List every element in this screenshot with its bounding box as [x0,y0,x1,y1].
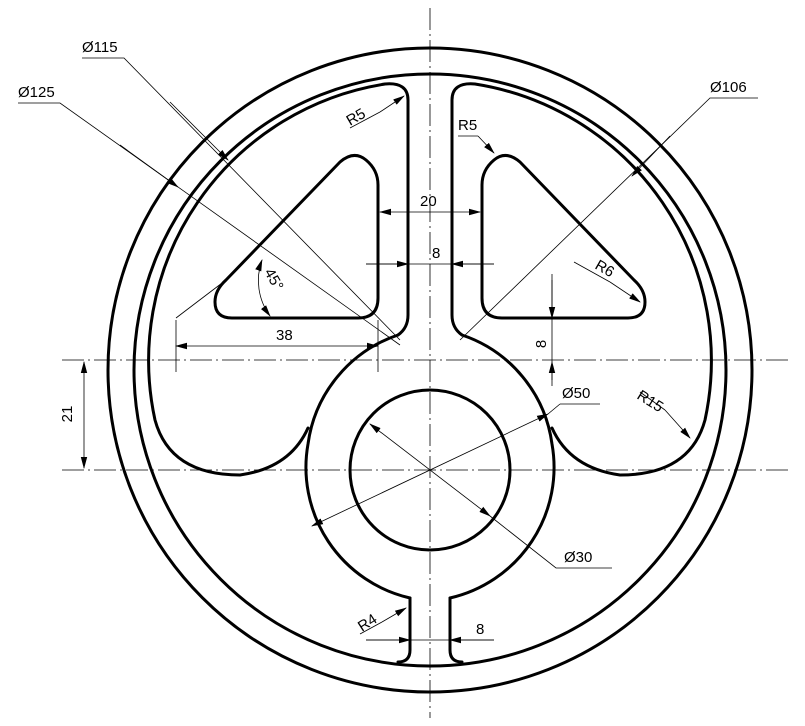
right-triangle-window [480,154,647,320]
label-38: 38 [276,327,293,344]
label-21: 21 [59,406,76,423]
hub-profile [304,333,556,600]
center-lines [62,8,790,718]
rim-inner-profile-left [147,82,410,477]
label-dia-125: Ø125 [18,84,55,101]
leader-dia-115 [82,57,401,341]
rim-inner-profile-right [450,82,713,477]
dim-angle-45 [255,259,271,317]
label-45: 45° [261,266,287,294]
left-triangle-window [213,154,380,320]
leader-r5-left [349,111,381,129]
leader-dia-106 [459,97,758,341]
bottom-slot-right [448,596,464,664]
label-8-spoke: 8 [432,245,440,262]
label-20: 20 [420,193,437,210]
inner-rim-circle [132,72,728,668]
dim-dia-30 [369,423,491,517]
label-dia-50: Ø50 [562,385,590,402]
label-r5-left: R5 [344,105,369,129]
label-r4: R4 [355,611,380,636]
label-8-vertical: 8 [533,340,550,348]
label-r15: R15 [634,387,666,416]
leader-r15 [639,391,666,411]
label-dia-30: Ø30 [564,549,592,566]
outer-circle [106,46,754,694]
label-8-bottom: 8 [476,621,484,638]
leader-r4 [359,621,383,635]
dimension-lines [18,57,758,644]
angle-45-ref [175,279,227,319]
label-dia-106: Ø106 [710,79,747,96]
leader-r6 [573,261,611,283]
dimension-labels: Ø115 Ø125 Ø106 R5 R5 R6 R15 Ø50 Ø30 R4 2… [18,39,747,638]
leader-dia-125 [18,102,401,346]
label-r5-right: R5 [458,117,477,134]
bottom-slot-left [396,596,412,664]
label-dia-115: Ø115 [82,39,118,56]
